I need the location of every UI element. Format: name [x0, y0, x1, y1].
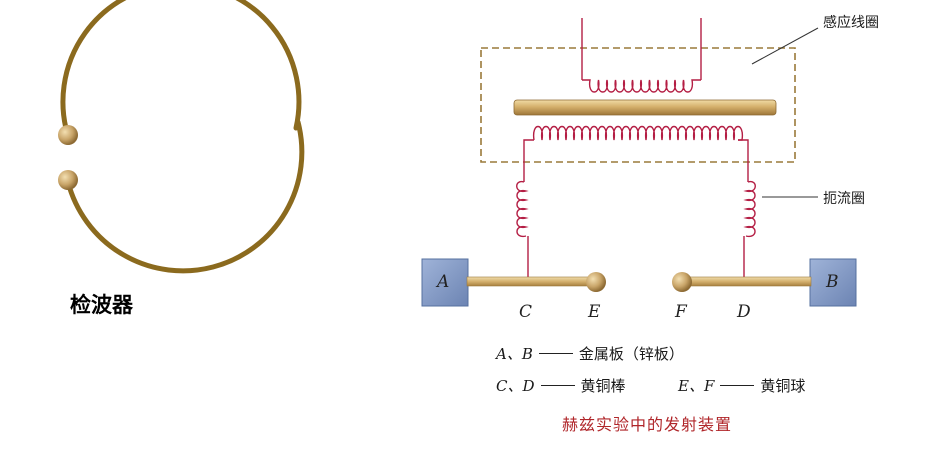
brass-rod-left — [466, 276, 592, 287]
legend-row-rods: C、D 黄铜棒 — [496, 375, 626, 396]
legend-dash — [720, 384, 755, 387]
induction-coil-box — [480, 47, 796, 163]
legend-row-balls: E、F 黄铜球 — [678, 375, 805, 396]
detector-title: 检波器 — [70, 293, 133, 317]
legend-dash — [540, 384, 575, 387]
detector-ring — [60, 0, 305, 274]
point-d-label: D — [737, 302, 751, 322]
primary-coil — [581, 18, 702, 93]
detector-ball-top — [58, 125, 78, 145]
plate-b-label: B — [826, 272, 839, 292]
legend-dash — [538, 352, 573, 355]
plate-a-label: A — [437, 272, 450, 292]
left-choke-coil — [516, 139, 534, 280]
induction-coil-callout-line — [751, 27, 819, 65]
figure-caption: 赫兹实验中的发射装置 — [562, 415, 733, 434]
point-f-label: F — [675, 302, 687, 322]
legend-symbols: E、F — [678, 377, 715, 395]
legend-symbols: C、D — [496, 377, 535, 395]
legend-row-plates: A、B 金属板（锌板） — [496, 343, 684, 364]
point-c-label: C — [519, 302, 533, 322]
brass-ball-e — [586, 272, 606, 292]
brass-ball-f — [672, 272, 692, 292]
right-choke-coil — [738, 139, 756, 280]
brass-rod-right — [687, 276, 812, 287]
legend-symbols: A、B — [496, 345, 533, 363]
legend-description: 黄铜球 — [760, 377, 806, 395]
plate-b — [809, 258, 857, 307]
choke-coil-label: 扼流圈 — [823, 191, 865, 207]
legend-description: 黄铜棒 — [580, 377, 626, 395]
iron-core-bar — [513, 99, 777, 116]
induction-coil-label: 感应线圈 — [823, 15, 879, 31]
point-e-label: E — [588, 302, 601, 322]
secondary-coil — [532, 125, 744, 141]
detector-ball-bottom — [58, 170, 78, 190]
legend-description: 金属板（锌板） — [578, 345, 684, 363]
